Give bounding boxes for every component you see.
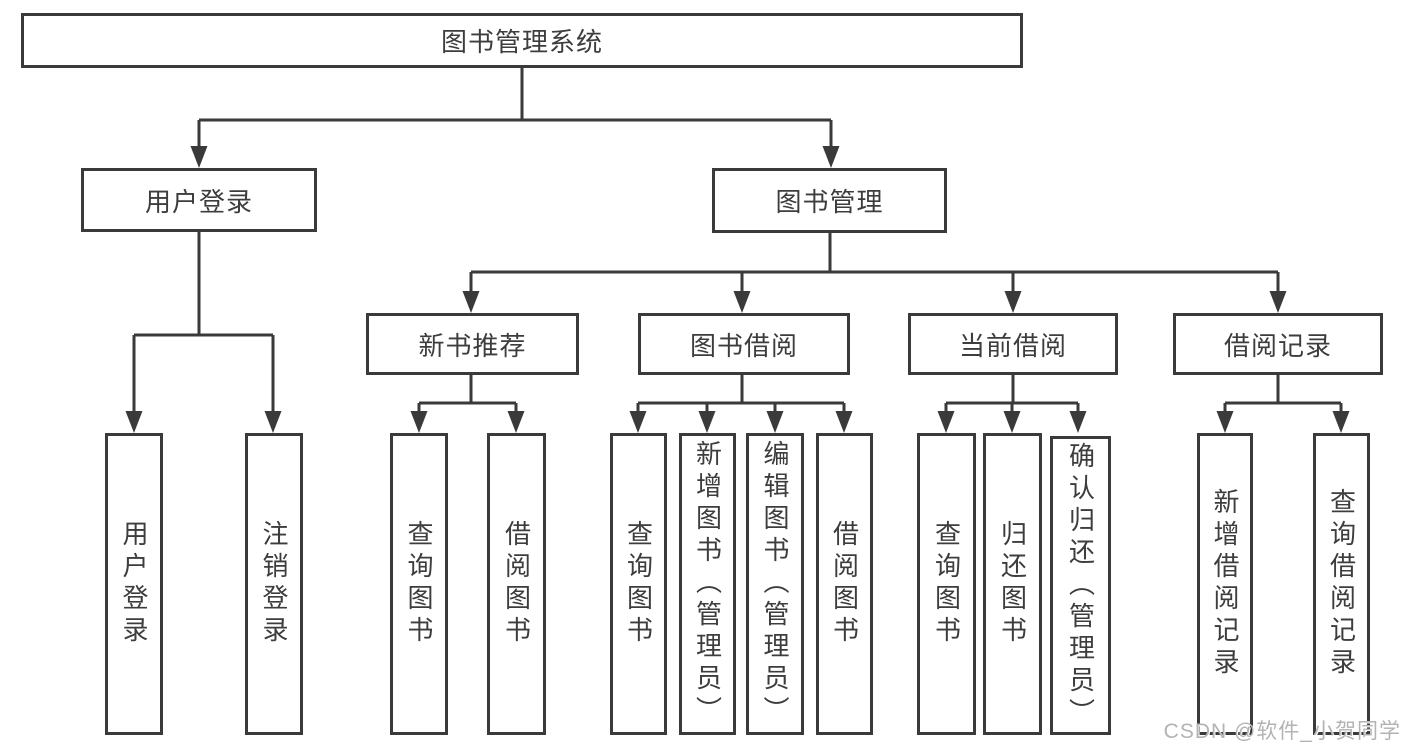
node-book-borrowing: 图书借阅 — [638, 313, 850, 375]
leaf-borrow-books-2-label: 借阅图书 — [829, 520, 860, 648]
node-user-login-label: 用户登录 — [144, 186, 253, 217]
node-root: 图书管理系统 — [21, 13, 1023, 68]
leaf-query-books-1-label: 查询图书 — [404, 520, 434, 648]
leaf-query-books-2: 查询图书 — [610, 433, 667, 735]
leaf-query-books-3: 查询图书 — [917, 433, 976, 735]
node-new-book-recommend-label: 新书推荐 — [418, 330, 527, 361]
leaf-query-borrow-record: 查询借阅记录 — [1313, 433, 1370, 735]
leaf-query-borrow-record-label: 查询借阅记录 — [1326, 488, 1357, 680]
leaf-confirm-return-admin-label: 确认归还（管理员） — [1065, 441, 1096, 730]
leaf-logout-label: 注销登录 — [259, 520, 289, 648]
node-book-management-label: 图书管理 — [775, 187, 884, 217]
leaf-borrow-books-1-label: 借阅图书 — [501, 520, 532, 648]
node-current-borrowing-label: 当前借阅 — [958, 330, 1067, 361]
leaf-return-books: 归还图书 — [983, 433, 1042, 735]
leaf-user-login-label: 用户登录 — [119, 520, 149, 648]
csdn-watermark: CSDN @软件_小贺同学 — [1163, 720, 1401, 743]
leaf-add-borrow-record-label: 新增借阅记录 — [1210, 488, 1240, 680]
leaf-query-books-1: 查询图书 — [390, 433, 448, 735]
leaf-confirm-return-admin: 确认归还（管理员） — [1050, 436, 1111, 735]
leaf-user-login: 用户登录 — [105, 433, 163, 735]
leaf-borrow-books-2: 借阅图书 — [816, 433, 873, 735]
leaf-edit-book-admin: 编辑图书（管理员） — [746, 433, 804, 735]
leaf-query-books-2-label: 查询图书 — [623, 520, 654, 648]
node-borrowing-records-label: 借阅记录 — [1223, 330, 1332, 361]
node-new-book-recommend: 新书推荐 — [366, 313, 579, 375]
leaf-edit-book-admin-label: 编辑图书（管理员） — [760, 440, 790, 728]
leaf-logout: 注销登录 — [245, 433, 303, 735]
node-borrowing-records: 借阅记录 — [1173, 313, 1383, 375]
leaf-query-books-3-label: 查询图书 — [931, 520, 962, 648]
leaf-add-borrow-record: 新增借阅记录 — [1197, 433, 1253, 735]
leaf-add-book-admin-label: 新增图书（管理员） — [692, 440, 723, 728]
leaf-add-book-admin: 新增图书（管理员） — [679, 433, 736, 735]
node-user-login: 用户登录 — [81, 168, 317, 232]
node-book-management: 图书管理 — [712, 168, 947, 233]
leaf-return-books-label: 归还图书 — [997, 520, 1028, 648]
node-root-label: 图书管理系统 — [440, 27, 603, 57]
node-book-borrowing-label: 图书借阅 — [689, 330, 798, 361]
node-current-borrowing: 当前借阅 — [908, 313, 1118, 375]
leaf-borrow-books-1: 借阅图书 — [487, 433, 546, 735]
